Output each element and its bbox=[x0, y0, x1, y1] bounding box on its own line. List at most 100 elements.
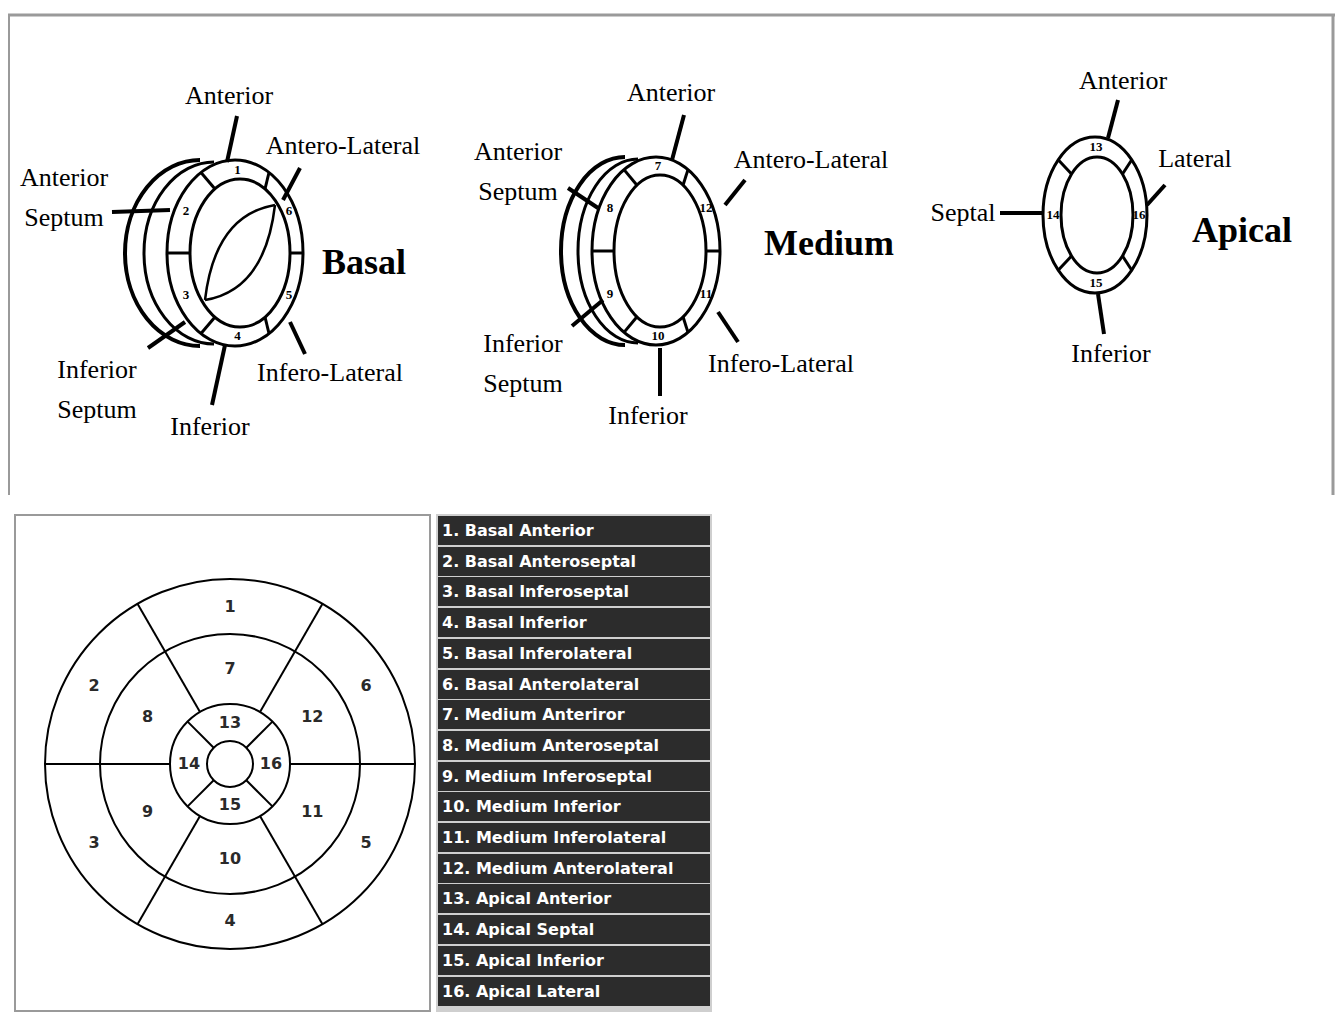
drawing-stroke bbox=[1123, 256, 1132, 270]
segment-list-item: 10. Medium Inferior bbox=[438, 792, 710, 821]
drawing-stroke bbox=[624, 317, 637, 333]
segment-number: 10 bbox=[219, 850, 241, 868]
segment-name: 8. Medium Anteroseptal bbox=[442, 736, 659, 755]
drawing-stroke bbox=[1123, 160, 1132, 174]
segment-name: 12. Medium Anterolateral bbox=[442, 859, 673, 878]
segment-list-item: 11. Medium Inferolateral bbox=[438, 823, 710, 852]
frame-line bbox=[8, 14, 10, 495]
segment-label: Lateral bbox=[1158, 144, 1232, 174]
segment-number: 12 bbox=[301, 708, 323, 726]
drawing-stroke bbox=[148, 322, 185, 348]
segment-number: 2 bbox=[88, 677, 99, 695]
drawing-stroke bbox=[568, 188, 598, 208]
segment-number: 13 bbox=[219, 714, 241, 732]
drawing-stroke bbox=[592, 157, 720, 345]
leader-lines bbox=[1000, 100, 1165, 334]
segment-name: 15. Apical Inferior bbox=[442, 951, 604, 970]
segment-number: 9 bbox=[142, 803, 153, 821]
segment-number: 12 bbox=[700, 201, 713, 215]
drawing-stroke bbox=[227, 116, 237, 162]
segment-list-item: 16. Apical Lateral bbox=[438, 977, 710, 1006]
segment-number: 4 bbox=[234, 329, 241, 343]
segment-list-item: 5. Basal Inferolateral bbox=[438, 639, 710, 668]
segment-name: 9. Medium Inferoseptal bbox=[442, 767, 652, 786]
segment-number: 8 bbox=[142, 708, 153, 726]
drawing-stroke bbox=[725, 180, 745, 205]
drawing-stroke bbox=[205, 205, 275, 300]
segment-label: Antero-Lateral bbox=[266, 131, 420, 161]
drawing-stroke bbox=[658, 348, 662, 396]
segment-label: Inferior bbox=[170, 412, 249, 442]
segment-name: 16. Apical Lateral bbox=[442, 982, 600, 1001]
drawing-stroke bbox=[45, 579, 415, 949]
drawing-stroke bbox=[190, 179, 290, 327]
drawing-stroke bbox=[207, 741, 253, 787]
drawing-stroke bbox=[592, 250, 614, 253]
segment-number: 1 bbox=[234, 163, 241, 177]
segment-number: 6 bbox=[360, 677, 371, 695]
drawing-stroke bbox=[290, 322, 305, 354]
drawing-stroke bbox=[167, 252, 190, 255]
segment-list-item: 13. Apical Anterior bbox=[438, 884, 710, 913]
segment-label: Infero-Lateral bbox=[708, 349, 854, 379]
segment-label: Inferior Septum bbox=[483, 324, 562, 404]
drawing-stroke bbox=[1098, 294, 1104, 334]
drawing-stroke bbox=[205, 205, 275, 300]
drawing-stroke bbox=[624, 170, 637, 186]
segment-list-item: 7. Medium Anteriror bbox=[438, 700, 710, 729]
segment-number: 7 bbox=[224, 660, 235, 678]
segment-label: Anterior bbox=[185, 81, 273, 111]
bulls-eye bbox=[45, 579, 415, 949]
drawing-stroke bbox=[45, 763, 170, 765]
segment-list-item: 8. Medium Anteroseptal bbox=[438, 731, 710, 760]
segment-list-item: 12. Medium Anterolateral bbox=[438, 854, 710, 883]
segment-name: 4. Basal Inferior bbox=[442, 613, 587, 632]
frame-line bbox=[8, 14, 1335, 17]
segment-number: 14 bbox=[1047, 208, 1060, 222]
segment-list-item: 1. Basal Anterior bbox=[438, 516, 710, 545]
drawing-stroke bbox=[260, 604, 323, 712]
segment-number: 6 bbox=[286, 204, 293, 218]
drawing-stroke bbox=[672, 115, 684, 160]
segment-name: 2. Basal Anteroseptal bbox=[442, 552, 636, 571]
segment-number: 11 bbox=[700, 287, 712, 301]
segment-number: 7 bbox=[655, 159, 662, 173]
drawing-stroke bbox=[1000, 211, 1042, 215]
segment-name: 6. Basal Anterolateral bbox=[442, 675, 639, 694]
segment-name: 1. Basal Anterior bbox=[442, 521, 594, 540]
drawing-stroke bbox=[1061, 157, 1133, 273]
drawing-stroke bbox=[706, 250, 720, 253]
drawing-stroke bbox=[265, 317, 269, 334]
medium-ring bbox=[561, 157, 720, 345]
segment-list-item: 4. Basal Inferior bbox=[438, 608, 710, 637]
drawing-stroke bbox=[138, 604, 201, 712]
segment-number: 3 bbox=[183, 288, 190, 302]
segment-name: 13. Apical Anterior bbox=[442, 889, 611, 908]
segment-list-item: 3. Basal Inferoseptal bbox=[438, 577, 710, 606]
segment-number: 16 bbox=[260, 755, 282, 773]
segment-label: Infero-Lateral bbox=[257, 358, 403, 388]
segment-label: Anterior bbox=[627, 78, 715, 108]
segment-number: 4 bbox=[224, 912, 235, 930]
drawing-stroke bbox=[170, 704, 290, 824]
drawing-stroke bbox=[1058, 160, 1071, 174]
drawing-stroke bbox=[260, 816, 323, 924]
section-title: Basal bbox=[322, 242, 406, 282]
segment-label: Inferior Septum bbox=[57, 350, 136, 430]
drawing-stroke bbox=[1058, 256, 1071, 270]
drawing-stroke bbox=[683, 170, 688, 186]
drawing-stroke bbox=[188, 780, 214, 806]
segment-label: Anterior Septum bbox=[474, 132, 562, 212]
frame-line bbox=[1332, 14, 1335, 495]
segment-number: 15 bbox=[1090, 276, 1103, 290]
segment-number: 14 bbox=[178, 755, 200, 773]
section-title: Medium bbox=[764, 223, 894, 263]
drawing-stroke bbox=[290, 763, 415, 765]
drawing-stroke bbox=[718, 312, 738, 342]
segment-number: 2 bbox=[183, 204, 190, 218]
segment-label: Anterior bbox=[1079, 66, 1167, 96]
segment-list-item: 9. Medium Inferoseptal bbox=[438, 762, 710, 791]
segment-name: 7. Medium Anteriror bbox=[442, 705, 625, 724]
apical-ring bbox=[1043, 137, 1147, 293]
segment-number: 11 bbox=[301, 803, 323, 821]
